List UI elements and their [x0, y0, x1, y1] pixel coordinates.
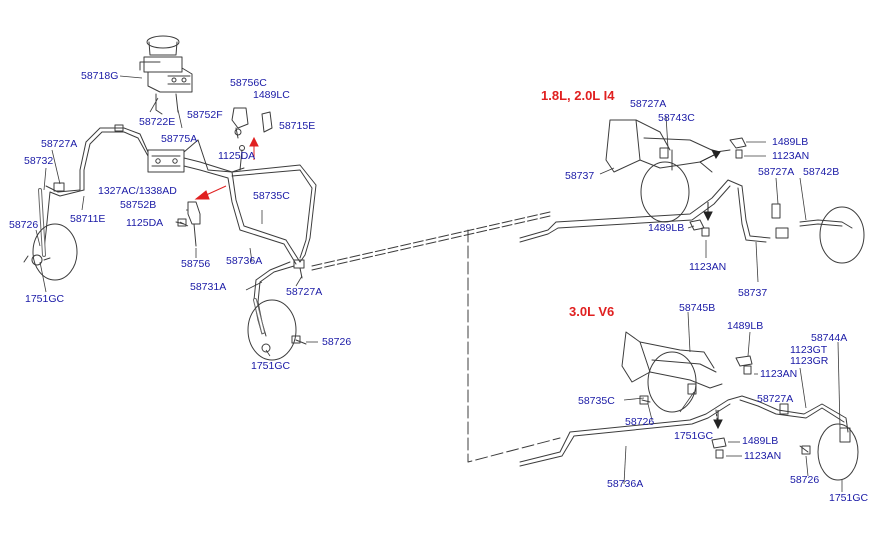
brake-line-i4-icon — [519, 119, 771, 243]
wheel-v6-right-icon — [799, 423, 859, 481]
part-label[interactable]: 1489LB — [648, 222, 685, 234]
brake-line-main-icon — [183, 139, 317, 265]
connection-line — [311, 211, 551, 267]
part-label[interactable]: 58743C — [658, 112, 695, 124]
part-label[interactable]: 58711E — [70, 213, 106, 225]
part-label[interactable]: 1123GR — [790, 355, 829, 367]
engine-label-v6: 3.0L V6 — [569, 304, 615, 319]
part-label[interactable]: 58775A — [161, 133, 198, 145]
part-label[interactable]: 58726 — [9, 219, 39, 231]
clip-v6-icon — [711, 355, 789, 459]
wheel-front-left-icon — [23, 223, 78, 281]
engine-label-i4: 1.8L, 2.0L I4 — [541, 88, 615, 103]
part-label[interactable]: 58726 — [322, 336, 352, 348]
part-label[interactable]: 1489LB — [742, 435, 779, 447]
part-label[interactable]: 58756 — [181, 258, 211, 270]
brake-line-front-left-icon — [38, 124, 149, 257]
part-label[interactable]: 1123AN — [744, 450, 782, 462]
part-label[interactable]: 58752B — [120, 199, 157, 211]
part-label[interactable]: 1125DA — [126, 217, 164, 229]
part-label[interactable]: 58745B — [679, 302, 716, 314]
part-label[interactable]: 1123GT — [790, 344, 828, 356]
part-label[interactable]: 1751GC — [829, 492, 869, 504]
part-label[interactable]: 58727A — [757, 393, 794, 405]
part-label[interactable]: 58756C — [230, 77, 267, 89]
part-label[interactable]: 58736A — [607, 478, 644, 490]
part-label[interactable]: 58718G — [81, 70, 119, 82]
part-label[interactable]: 58727A — [630, 98, 667, 110]
part-label[interactable]: 58727A — [41, 138, 78, 150]
wheel-v6-rear-icon — [639, 351, 697, 413]
bracket-upper-icon — [231, 107, 273, 139]
master-cylinder-icon — [139, 35, 193, 115]
part-label[interactable]: 58752F — [187, 109, 223, 121]
clip-i4-icon — [689, 137, 747, 237]
part-label[interactable]: 1751GC — [674, 430, 714, 442]
part-label[interactable]: 58742B — [803, 166, 840, 178]
part-label[interactable]: 58726 — [790, 474, 820, 486]
part-label[interactable]: 58732 — [24, 155, 54, 167]
part-label[interactable]: 58744A — [811, 332, 848, 344]
wheel-i4-rear-icon — [640, 161, 690, 223]
part-label[interactable]: 58726 — [625, 416, 655, 428]
part-label[interactable]: 1751GC — [25, 293, 65, 305]
part-label[interactable]: 1489LC — [253, 89, 290, 101]
part-label[interactable]: 58727A — [286, 286, 323, 298]
valve-block-icon — [147, 149, 201, 173]
part-label[interactable]: 58722E — [139, 116, 176, 128]
part-label[interactable]: 1327AC/1338AD — [98, 185, 177, 197]
part-label[interactable]: 1489LB — [727, 320, 764, 332]
part-label[interactable]: 1125DA — [218, 150, 256, 162]
part-label[interactable]: 1489LB — [772, 136, 809, 148]
wheel-rear-left-icon — [247, 299, 307, 361]
part-label[interactable]: 1123AN — [772, 150, 810, 162]
brake-hose-i4-right-icon — [771, 203, 865, 264]
part-label[interactable]: 58736A — [226, 255, 263, 267]
part-label[interactable]: 1123AN — [689, 261, 727, 273]
part-label[interactable]: 58737 — [738, 287, 768, 299]
part-label[interactable]: 58731A — [190, 281, 227, 293]
leader-dashed — [467, 229, 561, 463]
bracket-icon — [175, 201, 201, 247]
part-label[interactable]: 1123AN — [760, 368, 798, 380]
brake-line-v6-icon — [519, 331, 849, 467]
part-label[interactable]: 58727A — [758, 166, 795, 178]
arrow-head-icon — [249, 136, 259, 147]
part-label[interactable]: 58735C — [578, 395, 615, 407]
part-label[interactable]: 58735C — [253, 190, 290, 202]
part-label[interactable]: 58715E — [279, 120, 316, 132]
part-label[interactable]: 1751GC — [251, 360, 291, 372]
brake-hose-rear-left-icon — [253, 259, 305, 337]
part-label[interactable]: 58737 — [565, 170, 595, 182]
